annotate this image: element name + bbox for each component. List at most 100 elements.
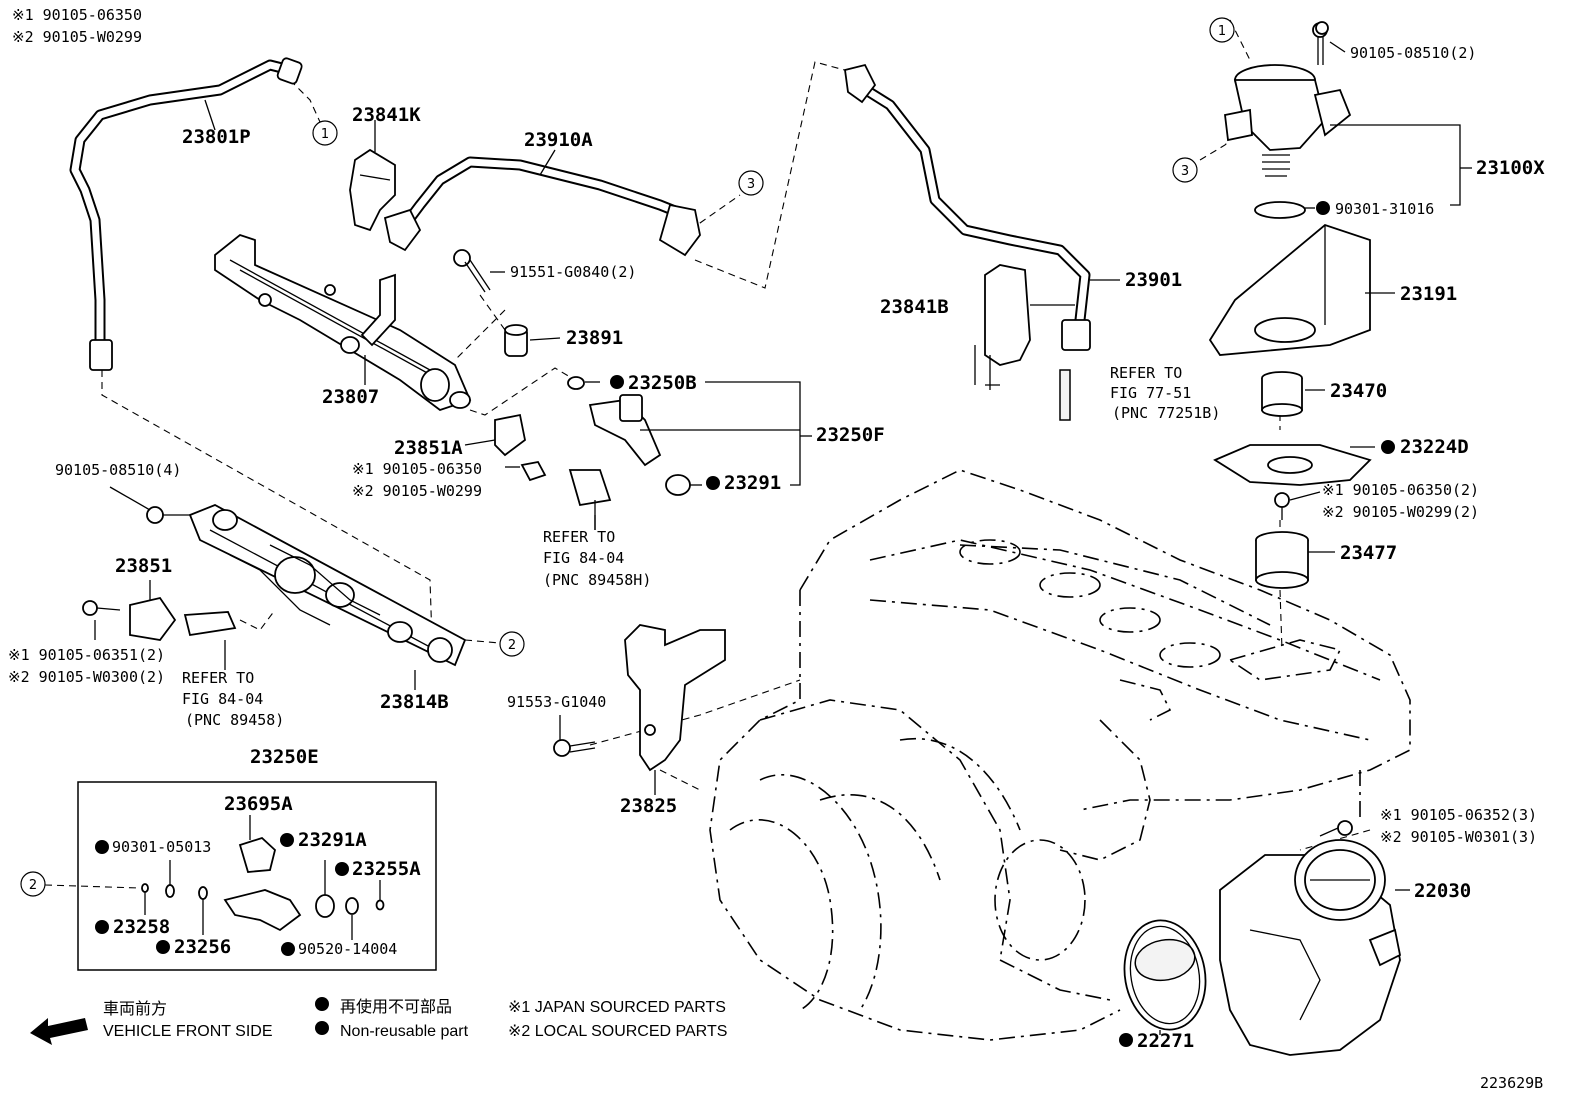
- callout-1: 1: [321, 127, 329, 142]
- label-23258: 23258: [113, 916, 170, 938]
- label-23250E: 23250E: [250, 746, 319, 768]
- ref1-line3: (PNC 89458H): [543, 571, 651, 589]
- cover-23191: [1208, 223, 1371, 356]
- ref2-line2: FIG 84-04: [182, 690, 263, 708]
- dashed-leaders: [44, 19, 1371, 889]
- label-23695A: 23695A: [224, 793, 293, 815]
- label-23851A: 23851A: [394, 437, 463, 459]
- legend-local: ※2 LOCAL SOURCED PARTS: [508, 1023, 727, 1040]
- callout-1b: 1: [1218, 24, 1226, 39]
- alt-part-left-2: ※2 90105-W0300(2): [8, 668, 165, 686]
- label-91553: 91553-G1040: [507, 693, 606, 711]
- alt-part-right-1: ※1 90105-06350(2): [1322, 481, 1479, 499]
- alt-part-tb-2: ※2 90105-W0301(3): [1380, 828, 1537, 846]
- callouts: 1 3 2 1 3 2: [20, 17, 1235, 897]
- label-23841B: 23841B: [880, 296, 949, 318]
- label-23891: 23891: [566, 327, 623, 349]
- lifter-23470: [1261, 371, 1303, 417]
- legend-japan: ※1 JAPAN SOURCED PARTS: [508, 999, 726, 1016]
- front-arrow-icon: [30, 1018, 88, 1045]
- alt-part-mid-2: ※2 90105-W0299: [352, 482, 482, 500]
- bolt-mid: [520, 460, 547, 482]
- diagram-id: 223629B: [1480, 1074, 1543, 1092]
- bolt-91551: [453, 249, 491, 293]
- oring-90301-31016: [1254, 201, 1306, 219]
- ref3-line2: FIG 77-51: [1110, 384, 1191, 402]
- throttle-body-22030: [1219, 820, 1402, 1056]
- legend-nonreuse-jp: 再使用不可部品: [340, 998, 452, 1016]
- leader-lines: [94, 41, 1472, 1035]
- ring-23255A: [375, 899, 385, 911]
- label-23291: 23291: [724, 472, 781, 494]
- label-23224D: 23224D: [1400, 436, 1469, 458]
- callout-circle-1: [312, 120, 338, 146]
- housing-23477: [1255, 531, 1309, 589]
- alt-part-mid-1: ※1 90105-06350: [352, 460, 482, 478]
- alt-part-topleft-2: ※2 90105-W0299: [12, 28, 142, 46]
- label-23255A: 23255A: [352, 858, 421, 880]
- label-23250B: 23250B: [628, 372, 697, 394]
- label-23470: 23470: [1330, 380, 1387, 402]
- oring-90520: [345, 897, 359, 915]
- injector-kit-23250E: [77, 781, 437, 971]
- ref1-line2: FIG 84-04: [543, 549, 624, 567]
- bolt-90105-08510-2: [1315, 21, 1329, 35]
- alt-part-left-1: ※1 90105-06351(2): [8, 646, 165, 664]
- bracket-23851A: [494, 413, 526, 457]
- engine-outline: [709, 469, 1411, 1041]
- part-labels: ※1 90105-06350 ※2 90105-W0299 23801P 238…: [8, 6, 1545, 1052]
- hose-fitting: [89, 339, 113, 371]
- sensor-refer-84-04: [568, 469, 612, 530]
- label-23841K: 23841K: [352, 104, 421, 126]
- connector-23841B: [974, 264, 1031, 390]
- callout-circle-1b: [1209, 17, 1235, 43]
- callout-3: 3: [747, 177, 755, 192]
- bracket-23825: [624, 624, 726, 772]
- alt-part-right-2: ※2 90105-W0299(2): [1322, 503, 1479, 521]
- callout-circle-2b: [20, 871, 46, 897]
- callout-2b: 2: [29, 878, 37, 893]
- spacer-23891: [504, 324, 528, 357]
- ref2-line3: (PNC 89458): [185, 711, 284, 729]
- callout-3b: 3: [1181, 164, 1189, 179]
- label-23100X: 23100X: [1476, 157, 1545, 179]
- label-23250F: 23250F: [816, 424, 885, 446]
- label-23901: 23901: [1125, 269, 1182, 291]
- label-23191: 23191: [1400, 283, 1457, 305]
- gasket-23224D: [1213, 444, 1372, 486]
- callout-2: 2: [508, 638, 516, 653]
- nonreuse-dots: [95, 201, 1395, 1047]
- alt-part-topleft-1: ※1 90105-06350: [12, 6, 142, 24]
- ref1-line1: REFER TO: [543, 528, 615, 546]
- ring-23256: [198, 886, 208, 900]
- sensor-89458: [183, 611, 237, 637]
- bolt-right: [1274, 492, 1290, 520]
- fuel-hoses: [69, 57, 1091, 421]
- pump-23100X: [1224, 22, 1352, 177]
- clip-23695A: [238, 836, 277, 873]
- bolt-91553: [553, 739, 596, 757]
- label-23477: 23477: [1340, 542, 1397, 564]
- label-23814B: 23814B: [380, 691, 449, 713]
- legend-front-jp: 車両前方: [103, 1000, 167, 1018]
- label-90301-05013: 90301-05013: [112, 838, 211, 856]
- kit-box: [77, 781, 437, 971]
- ref3-line1: REFER TO: [1110, 364, 1182, 382]
- label-23851: 23851: [115, 555, 172, 577]
- label-23801P: 23801P: [182, 126, 251, 148]
- label-23825: 23825: [620, 795, 677, 817]
- legend-front-en: VEHICLE FRONT SIDE: [103, 1023, 273, 1040]
- ring-90301-05013: [165, 884, 175, 898]
- label-22271: 22271: [1137, 1030, 1194, 1052]
- label-22030: 22030: [1414, 880, 1471, 902]
- ring-23291A: [315, 894, 335, 918]
- callout-circle-2: [499, 631, 525, 657]
- ref2-line1: REFER TO: [182, 669, 254, 687]
- alt-part-tb-1: ※1 90105-06352(3): [1380, 806, 1537, 824]
- fuel-rail-23814B: [146, 504, 467, 667]
- label-23291A: 23291A: [298, 829, 367, 851]
- connector-23851: [82, 596, 177, 641]
- label-91551: 91551-G0840(2): [510, 263, 636, 281]
- label-23910A: 23910A: [524, 129, 593, 151]
